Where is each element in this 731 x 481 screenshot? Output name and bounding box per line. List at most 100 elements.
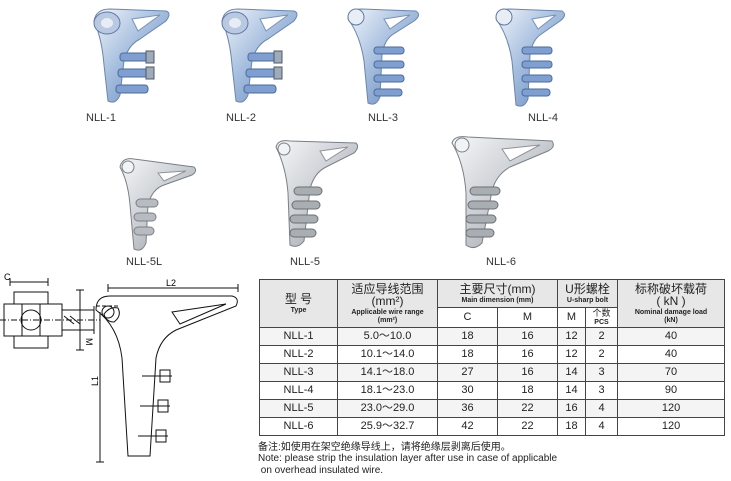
cell-c: 27 <box>437 363 498 382</box>
header-load-unit: ( kN ) <box>656 294 686 309</box>
product-label: NLL-1 <box>86 112 116 124</box>
cell-range: 18.1～23.0 <box>337 381 438 400</box>
header-load-en: Nominal damage load <box>634 308 708 316</box>
cell-load: 120 <box>617 399 726 418</box>
cross-section-view <box>0 278 100 351</box>
product-image-nll-3 <box>340 5 425 109</box>
strain-clamp-icon <box>221 8 298 103</box>
product-label: NLL-5L <box>126 256 163 268</box>
product-image-nll-5 <box>268 137 363 252</box>
strain-clamp-icon <box>93 8 170 103</box>
strain-clamp-icon <box>451 136 554 249</box>
cell-pcs: 4 <box>584 417 619 436</box>
strain-clamp-icon <box>275 140 359 247</box>
cell-bolt-m: 14 <box>557 381 586 400</box>
product-image-nll-6 <box>440 133 560 253</box>
header-pcs-en: PCS <box>594 318 609 326</box>
product-label: NLL-6 <box>486 256 516 268</box>
cell-m: 16 <box>497 327 558 346</box>
cell-load: 40 <box>617 345 726 364</box>
header-u-bolt: U形螺栓 U-sharp bolt <box>556 279 619 308</box>
product-image-nll-5l <box>112 155 202 255</box>
header-type: 型 号 Type <box>259 279 338 328</box>
cell-range: 10.1～14.0 <box>337 345 438 364</box>
cell-pcs: 3 <box>584 381 619 400</box>
side-view <box>95 284 239 463</box>
cell-type: NLL-2 <box>259 345 338 364</box>
cell-m: 16 <box>497 363 558 382</box>
header-wire-range: 适应导线范围 (mm²) Applicable wire range (mm²) <box>337 279 438 328</box>
product-image-nll-2 <box>208 5 303 107</box>
cell-bolt-m: 12 <box>557 327 586 346</box>
cell-type: NLL-1 <box>259 327 338 346</box>
header-dim-zh: 主要尺寸(mm) <box>459 282 536 297</box>
cell-load: 40 <box>617 327 726 346</box>
cell-bolt-m: 16 <box>557 399 586 418</box>
technical-drawing: C M L2 L1 <box>0 272 239 463</box>
cell-pcs: 4 <box>584 399 619 418</box>
note-english: Note: please strip the insulation layer … <box>258 453 557 477</box>
dimension-label-c: C <box>4 272 11 282</box>
cell-c: 30 <box>437 381 498 400</box>
header-range-unit: (mm²) <box>371 294 404 309</box>
cell-bolt-m: 12 <box>557 345 586 364</box>
header-load-en-unit: (kN) <box>664 317 678 325</box>
dimension-label-m: M <box>84 338 94 346</box>
cell-pcs: 2 <box>584 327 619 346</box>
product-label: NLL-3 <box>368 112 398 124</box>
cell-bolt-m: 14 <box>557 363 586 382</box>
cell-type: NLL-5 <box>259 399 338 418</box>
cell-load: 90 <box>617 381 726 400</box>
note-english-line-2: on overhead insulated wire. <box>258 465 384 476</box>
cell-c: 18 <box>437 345 498 364</box>
header-col-pcs: 个数 PCS <box>584 307 619 328</box>
header-bolt-zh: U形螺栓 <box>565 282 610 297</box>
cell-load: 120 <box>617 417 726 436</box>
cell-c: 42 <box>437 417 498 436</box>
table-row: NLL-2 10.1～14.0 18 16 12 2 40 <box>259 345 726 364</box>
cell-type: NLL-6 <box>259 417 338 436</box>
dimension-label-l2: L2 <box>166 278 176 288</box>
header-dim-en: Main dimension (mm) <box>461 296 534 304</box>
strain-clamp-icon <box>347 8 420 105</box>
cell-c: 18 <box>437 327 498 346</box>
cell-range: 5.0～10.0 <box>337 327 438 346</box>
cell-range: 23.0～29.0 <box>337 399 438 418</box>
header-range-en: Applicable wire range <box>351 308 424 316</box>
cell-bolt-m: 18 <box>557 417 586 436</box>
strain-clamp-icon <box>495 8 566 107</box>
cell-pcs: 3 <box>584 363 619 382</box>
header-type-zh: 型 号 <box>284 292 313 307</box>
header-bolt-en: U-sharp bolt <box>566 296 609 304</box>
header-load-zh: 标称破坏载荷 <box>635 281 708 296</box>
cell-m: 22 <box>497 417 558 436</box>
header-range-zh: 适应导线范围 <box>351 281 424 296</box>
product-image-nll-1 <box>80 5 175 107</box>
cell-load: 70 <box>617 363 726 382</box>
cell-range: 14.1～18.0 <box>337 363 438 382</box>
table-row: NLL-3 14.1～18.0 27 16 14 3 70 <box>259 363 726 382</box>
table-row: NLL-1 5.0～10.0 18 16 12 2 40 <box>259 327 726 346</box>
table-row: NLL-6 25.9～32.7 42 22 18 4 120 <box>259 417 726 436</box>
product-label: NLL-5 <box>290 256 320 268</box>
cell-m: 18 <box>497 381 558 400</box>
cell-m: 22 <box>497 399 558 418</box>
note-english-line-1: Note: please strip the insulation layer … <box>258 453 558 464</box>
header-col-m: M <box>497 307 558 328</box>
header-range-en-unit: (mm²) <box>377 317 398 325</box>
note-chinese: 备注:如使用在架空绝缘导线上，请将绝缘层剥离后使用。 <box>258 442 511 453</box>
header-damage-load: 标称破坏载荷 ( kN ) Nominal damage load (kN) <box>617 279 726 328</box>
header-main-dimension: 主要尺寸(mm) Main dimension (mm) <box>437 279 558 308</box>
header-col-bolt-m: M <box>557 307 586 328</box>
strain-clamp-icon <box>119 158 197 251</box>
product-image-nll-4 <box>490 5 570 109</box>
cell-pcs: 2 <box>584 345 619 364</box>
cell-type: NLL-3 <box>259 363 338 382</box>
header-pcs-zh: 个数 <box>592 308 611 319</box>
product-label: NLL-2 <box>226 112 256 124</box>
cell-m: 16 <box>497 345 558 364</box>
table-row: NLL-5 23.0～29.0 36 22 16 4 120 <box>259 399 726 418</box>
header-type-en: Type <box>290 306 307 314</box>
table-row: NLL-4 18.1～23.0 30 18 14 3 90 <box>259 381 726 400</box>
cell-type: NLL-4 <box>259 381 338 400</box>
